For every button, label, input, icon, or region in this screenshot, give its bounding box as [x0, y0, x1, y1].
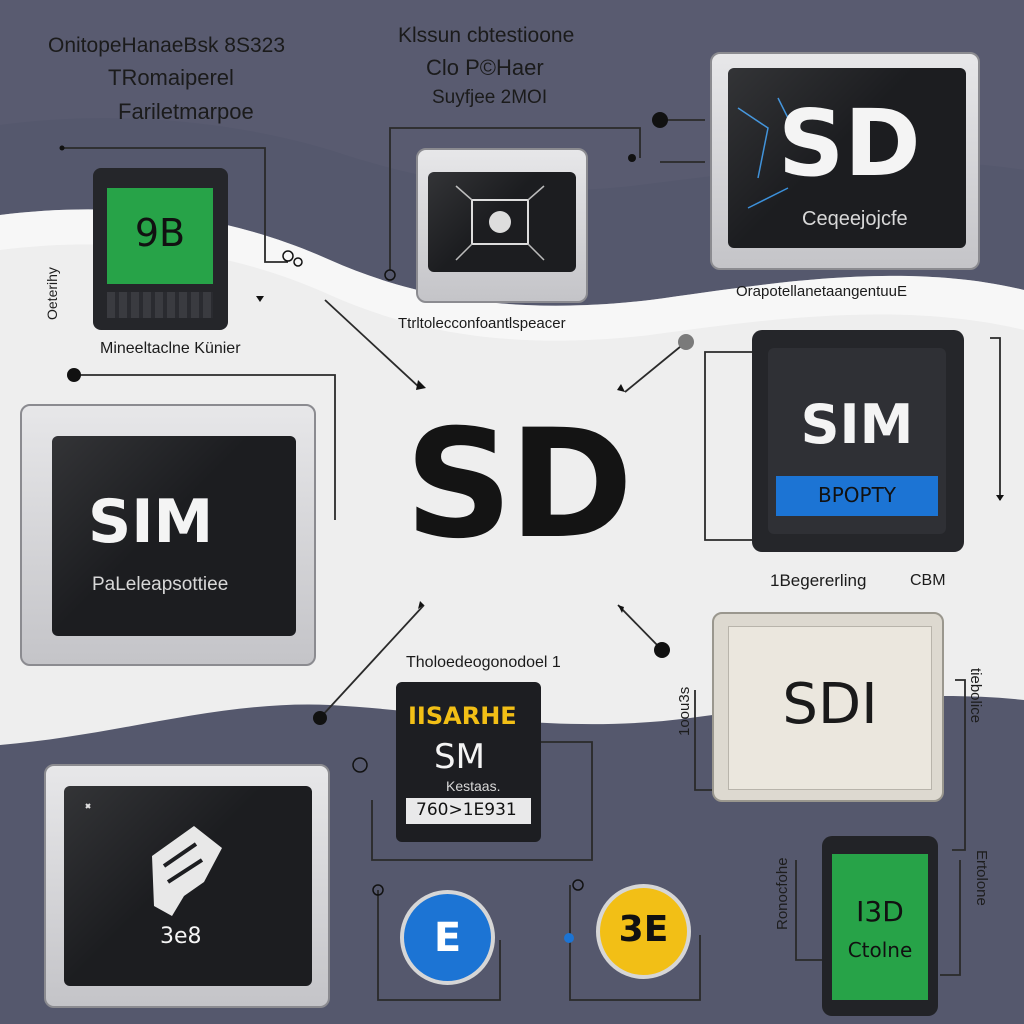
yellow-sim-label: SM — [434, 737, 485, 777]
top-right-sd-screen: SD Ceqeejojcfe — [728, 68, 966, 248]
green-sd-caption: Mineeltaclne Künier — [100, 340, 241, 357]
top-left-subheading: TRomaiperel — [108, 65, 234, 90]
top-center-subheading: Clo P©Haer — [426, 55, 544, 80]
top-left-tagline: Fariletmarpoe — [118, 99, 254, 124]
green-bottom-right-panel: I3D Ctolne — [832, 854, 928, 1000]
right-sim-band: BPOPTY — [776, 476, 938, 516]
top-left-heading: OnitopeHanaeBsk 8S323 — [48, 34, 285, 57]
top-right-sd-label: SD — [778, 90, 921, 197]
yellow-sim-sublabel: Kestaas. — [446, 778, 501, 794]
right-sdi-panel: SDI — [728, 626, 932, 790]
green-sd-card[interactable]: 9B — [93, 168, 228, 330]
left-sim-card[interactable]: SIM PaLeleapsottiee — [20, 404, 316, 666]
yellow-sim-number: 760>1E931 — [416, 800, 517, 820]
left-sim-label: SIM — [88, 487, 214, 557]
top-center-tagline: Suyfjee 2MOI — [432, 87, 548, 108]
right-sdi-card[interactable]: SDI — [712, 612, 944, 802]
right-sdi-label: SDI — [782, 672, 878, 737]
green-sd-contacts — [107, 292, 213, 318]
green-sd-side-label: Oeterihy — [44, 267, 60, 320]
right-sim-caption-right: CBM — [910, 572, 946, 589]
green-bottom-right-side-left: Ronocfohe — [774, 857, 791, 930]
green-sd-label-panel: 9B — [107, 188, 213, 284]
top-right-sd-caption: OrapotellanetaangentuuE — [736, 283, 907, 300]
right-sdi-side-left: 1oou3s — [676, 686, 693, 736]
chip-graphic-icon — [85, 803, 222, 916]
yellow-sim-card[interactable]: IISARHE SM Kestaas. 760>1E931 — [396, 682, 541, 842]
yellow-sim-band: IISARHE — [408, 702, 517, 730]
yellow-sim-header: Tholoedeogonodoel 1 — [406, 654, 561, 671]
right-sim-card[interactable]: SIM BPOPTY — [752, 330, 964, 552]
chip-icon — [455, 185, 545, 261]
green-sd-label: 9B — [134, 211, 186, 255]
bottom-left-chip-card[interactable]: 3e8 — [44, 764, 330, 1008]
green-bottom-right-label: I3D — [856, 895, 904, 928]
green-bottom-right-card[interactable]: I3D Ctolne — [822, 836, 938, 1016]
top-right-sd-sublabel: Ceqeejojcfe — [802, 208, 908, 230]
blue-coin-label: E — [433, 915, 462, 961]
circuit-graphic — [737, 97, 799, 209]
left-sim-screen: SIM PaLeleapsottiee — [52, 436, 296, 636]
center-chip-caption: Ttrltolecconfoantlspeacer — [398, 315, 566, 332]
yellow-coin[interactable]: 3E — [596, 884, 691, 979]
right-sim-band-label: BPOPTY — [817, 483, 897, 507]
blue-coin[interactable]: E — [400, 890, 495, 985]
right-sim-label: SIM — [800, 393, 914, 456]
top-right-sd-card[interactable]: SD Ceqeejojcfe — [710, 52, 980, 270]
center-chip-card[interactable] — [416, 148, 588, 303]
green-bottom-right-side-right: Ertolone — [973, 850, 990, 906]
bottom-left-chip-label: 3e8 — [160, 924, 202, 949]
top-center-heading: Klssun cbtestioone — [398, 24, 575, 47]
right-sim-caption-left: 1Begererling — [770, 571, 867, 590]
center-chip-screen — [428, 172, 576, 272]
left-sim-sublabel: PaLeleapsottiee — [92, 574, 229, 595]
right-sim-panel: SIM BPOPTY — [768, 348, 946, 534]
green-bottom-right-sublabel: Ctolne — [847, 938, 913, 962]
right-sdi-side-right: tiebolice — [967, 668, 984, 724]
yellow-coin-label: 3E — [618, 909, 669, 950]
center-sd-label: SD — [404, 398, 634, 572]
yellow-sim-number-bar: 760>1E931 — [406, 798, 531, 824]
bottom-left-chip-screen: 3e8 — [64, 786, 312, 986]
